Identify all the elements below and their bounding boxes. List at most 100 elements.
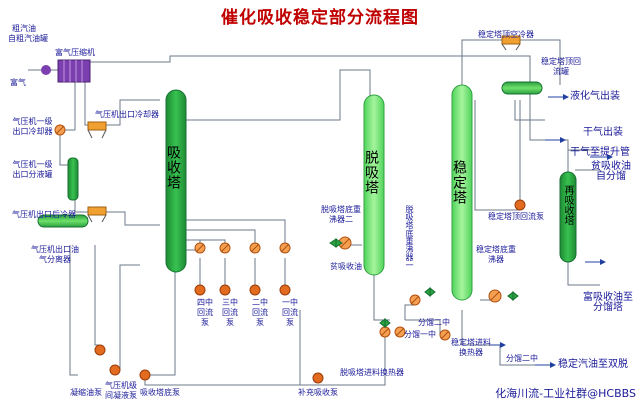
stab-reboiler-label: 稳定塔底重沸器 <box>476 245 516 264</box>
valve-reboiler1 <box>424 286 436 298</box>
outlet-separator-drum <box>37 214 89 228</box>
frac-2nd-mid-b-label: 分馏二中 <box>506 354 538 363</box>
desorber-feed-hx-label: 脱吸塔进料换热器 <box>340 368 404 377</box>
desorber-reboiler1-hx <box>409 294 421 306</box>
pipe-feed-exchanger <box>300 335 386 386</box>
pipe-to-reabsorber <box>440 55 569 175</box>
outlet-sep-label: 气压机出口油气分离器 <box>31 245 79 264</box>
reboiler2-label: 脱吸塔底重沸器二 <box>321 205 361 224</box>
stab-reboiler-hx <box>488 289 502 303</box>
stab-feed-hx <box>439 329 451 341</box>
absorber-pump-label: 吸收塔底泵 <box>140 388 180 397</box>
lean-from-frac-label: 贫吸收油自分馏 <box>591 161 631 182</box>
reabsorber-column <box>559 171 577 263</box>
pipe-pa1 <box>182 219 286 248</box>
desorber-column <box>363 94 385 276</box>
supplement-pump-label: 补充吸收泵 <box>298 388 338 397</box>
after-cooler <box>87 206 107 223</box>
supplement-pump <box>312 372 324 384</box>
compressor-motor <box>41 65 51 75</box>
pa2-label: 二中回流泵 <box>252 298 268 327</box>
outlet-arrows <box>490 94 613 368</box>
compressor-label: 富气压缩机 <box>55 48 95 57</box>
dry-gas-out-label: 干气出装 <box>583 127 623 138</box>
pa1-label: 一中回流泵 <box>282 298 298 327</box>
valve-reboiler2 <box>329 238 343 248</box>
reabsorber-label: 再吸收塔 <box>562 185 573 225</box>
stab-cooler-label: 稳定塔顶空冷器 <box>478 30 534 39</box>
dry-gas-riser-label: 干气至提升管 <box>570 147 630 158</box>
pa3-hx <box>219 242 231 254</box>
pa1-pump <box>279 284 291 296</box>
pipe-reflux-return <box>474 100 505 211</box>
pa4-pump <box>194 284 206 296</box>
lean-oil-label: 贫吸收油 <box>330 262 362 271</box>
outlet-cooler-label: 气压机出口冷却器 <box>95 110 159 119</box>
pipe-reboiler1 <box>404 304 415 320</box>
pipe-absorber-to-desorber-top <box>182 69 371 121</box>
interstage-pump <box>109 364 121 376</box>
pipe-interstage-down <box>69 245 78 376</box>
pipe-rich-oil <box>567 260 600 286</box>
pipe-reflux-pump <box>505 100 521 211</box>
reflux-pump-label: 稳定塔顶回流泵 <box>488 212 544 221</box>
heat-exchangers <box>54 124 502 341</box>
interstage-pump-label: 气压机级间凝液泵 <box>105 381 137 400</box>
stabilizer-column <box>451 84 473 301</box>
pipe-to-reflux-drum <box>515 39 561 85</box>
from-tank-label: 自粗汽油罐 <box>8 34 48 43</box>
valve-feed <box>379 317 391 329</box>
lpg-out-label: 液化气出装 <box>570 91 620 102</box>
reboiler1-label: 脱吸塔底重沸器一 <box>405 205 414 269</box>
watermark: 化海川流-工业社群@HCBBS <box>495 387 636 400</box>
pipe-network <box>28 39 600 386</box>
pipe-lpg-out <box>514 100 545 121</box>
pipe-pa2 <box>182 229 256 248</box>
stab-reflux-pump <box>514 199 526 211</box>
after-cooler-label: 气压机出口后冷器 <box>12 210 76 219</box>
pa2-pump <box>249 284 261 296</box>
absorber-label: 吸收塔 <box>165 145 181 190</box>
pa4-label: 四中回流泵 <box>197 298 213 327</box>
pipe-cooler-to-absorber <box>105 99 160 126</box>
pipe-top-header <box>90 55 460 63</box>
stabilizer-label: 稳定塔 <box>451 160 467 205</box>
frac-2nd-mid-label: 分馏二中 <box>418 318 450 327</box>
reflux-drum <box>501 81 543 95</box>
stab-feed-hx-label: 稳定塔进料换热器 <box>451 338 491 357</box>
stable-gasoline-label: 稳定汽油至双脱 <box>558 359 628 370</box>
outlet-cooler <box>87 121 107 139</box>
frac-1st-mid-label: 分馏一中 <box>404 330 436 339</box>
desorber-feed-hx <box>379 326 391 338</box>
pipe-dry-gas <box>567 140 600 151</box>
pipe-condensate-down <box>94 245 100 346</box>
pa2-hx <box>249 242 261 254</box>
pipe-to-outlet-cooler <box>84 80 95 126</box>
pipe-to-stage1-cooler <box>60 80 76 131</box>
desorber-feed-hx2 <box>394 326 406 338</box>
stage1-sep-label: 气压机一级出口分液罐 <box>12 160 53 179</box>
stage1-cooler-label: 气压机一级出口冷却器 <box>12 117 53 136</box>
pipe-to-stab-feed <box>405 319 441 335</box>
pipe-aftercooler-out <box>105 211 160 226</box>
stage1-separator-drum <box>67 157 79 201</box>
valve-stab-reboiler <box>507 290 519 302</box>
rich-gas-label: 富气 <box>10 78 26 87</box>
condensate-pump-label: 凝缩油泵 <box>70 388 102 397</box>
pipe-absorber-bottom <box>145 270 176 376</box>
rich-gas-compressor <box>41 59 91 83</box>
pipe-interstage-up <box>115 264 140 371</box>
desorber-label: 脱吸塔 <box>363 150 379 195</box>
pipe-desorber-bottom <box>373 270 390 321</box>
control-valves <box>329 238 519 329</box>
reflux-drum-label: 稳定塔顶回流罐 <box>541 57 581 76</box>
crude-gasoline-label: 粗汽油 <box>12 24 36 33</box>
pumps <box>94 199 526 384</box>
pa3-pump <box>219 284 231 296</box>
absorber-bottom-pump <box>139 369 151 381</box>
pipe-stab-overhead <box>461 39 505 85</box>
rich-to-frac-label: 富吸收油至分馏塔 <box>583 292 633 313</box>
pa3-label: 三中回流泵 <box>222 298 238 327</box>
